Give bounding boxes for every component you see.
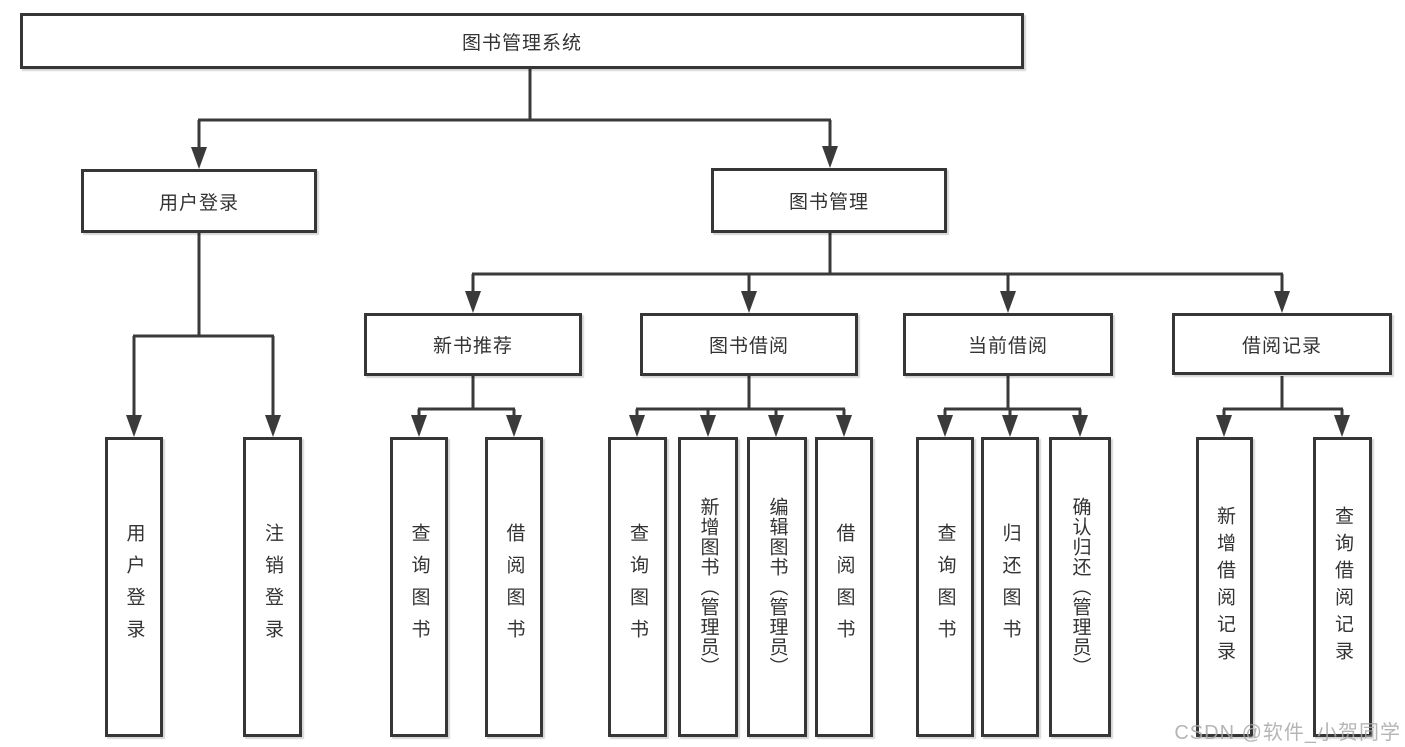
csdn-watermark: CSDN @软件_小贺同学	[1174, 722, 1401, 744]
arrow-down-icon	[465, 291, 481, 313]
arrow-down-icon	[1274, 291, 1290, 313]
node-user-login: 用户登录	[81, 169, 317, 233]
arrow-down-icon	[836, 415, 852, 437]
leaf-query-books-rec: 查询图书	[390, 437, 448, 737]
arrow-down-icon	[1002, 415, 1018, 437]
edge-current-leaves	[943, 376, 1082, 421]
arrowheads	[126, 146, 1350, 437]
leaf-query-books-borrow: 查询图书	[608, 437, 667, 737]
leaf-confirm-return-admin: 确认归还（管理员）	[1049, 437, 1111, 737]
edge-root	[197, 69, 832, 152]
edge-rec-leaves	[417, 376, 516, 421]
arrow-down-icon	[937, 415, 953, 437]
node-new-book-recommend: 新书推荐	[364, 313, 582, 376]
arrow-down-icon	[126, 415, 142, 437]
arrow-down-icon	[741, 291, 757, 313]
edge-borrow-leaves	[635, 376, 846, 421]
arrow-down-icon	[629, 415, 645, 437]
arrow-down-icon	[191, 147, 207, 169]
edge-records-leaves	[1222, 376, 1344, 421]
arrow-down-icon	[506, 415, 522, 437]
leaf-borrow-books: 借阅图书	[815, 437, 873, 737]
leaf-add-borrow-record: 新增借阅记录	[1196, 437, 1253, 737]
leaf-return-books: 归还图书	[981, 437, 1039, 737]
leaf-borrow-books-rec: 借阅图书	[485, 437, 543, 737]
arrow-down-icon	[1072, 415, 1088, 437]
node-book-management: 图书管理	[711, 168, 947, 233]
arrow-down-icon	[1334, 415, 1350, 437]
leaf-user-login: 用户登录	[105, 437, 163, 737]
arrow-down-icon	[265, 415, 281, 437]
node-book-borrow: 图书借阅	[640, 313, 858, 376]
arrow-down-icon	[411, 415, 427, 437]
connector-lines	[132, 69, 1344, 421]
leaf-query-books-current: 查询图书	[916, 437, 974, 737]
arrow-down-icon	[700, 415, 716, 437]
edge-mgmt	[471, 233, 1284, 296]
leaf-query-borrow-record: 查询借阅记录	[1313, 437, 1372, 737]
arrow-down-icon	[1216, 415, 1232, 437]
leaf-logout: 注销登录	[243, 437, 302, 737]
arrow-down-icon	[822, 146, 838, 168]
edge-login-leaves	[132, 233, 275, 419]
leaf-add-books-admin: 新增图书（管理员）	[678, 437, 738, 737]
node-root-system: 图书管理系统	[20, 13, 1024, 69]
node-current-borrow: 当前借阅	[903, 313, 1113, 376]
arrow-down-icon	[768, 415, 784, 437]
arrow-down-icon	[1000, 291, 1016, 313]
leaf-edit-books-admin: 编辑图书（管理员）	[747, 437, 807, 737]
node-borrow-records: 借阅记录	[1172, 313, 1392, 375]
